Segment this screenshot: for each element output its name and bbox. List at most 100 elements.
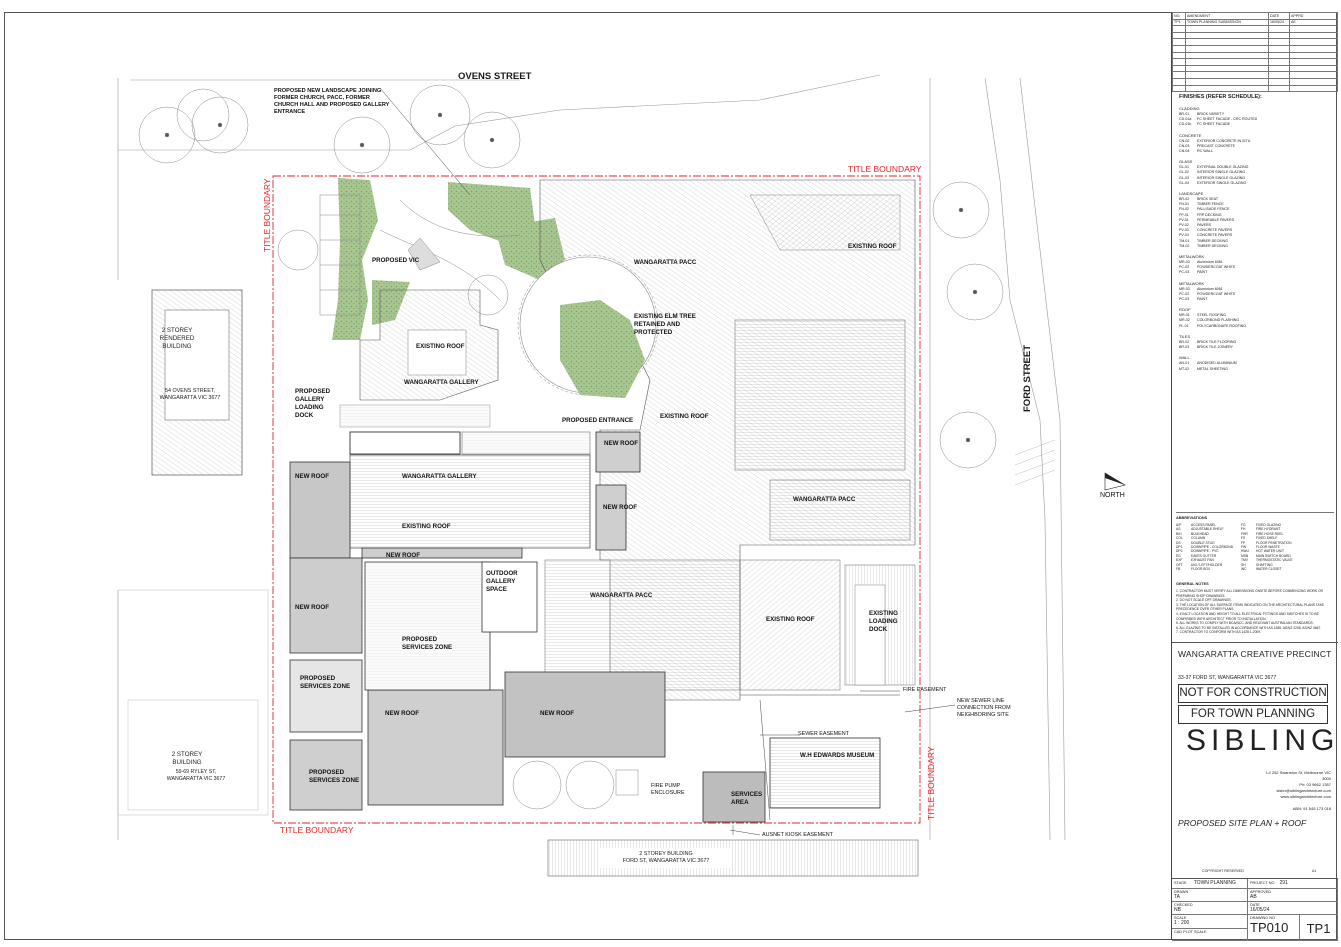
abbreviation-cell: DS (1176, 540, 1181, 545)
street-trees (138, 84, 1004, 469)
finishes-code: PV-03 (1179, 228, 1189, 233)
finishes-title: FINISHES (REFER SCHEDULE): (1179, 94, 1262, 100)
label-wangaratta-gallery-2: WANGARATTA GALLERY (402, 473, 477, 480)
cad-plot-label: CAD PLOT SCALE (1174, 930, 1207, 934)
abbreviation-cell: MSB (1241, 553, 1249, 558)
elm-tree-canopy (519, 256, 657, 398)
finishes-desc: TIMBER DECKING (1197, 238, 1228, 243)
finishes-desc: INTERIOR SINGLE GLAZING (1197, 170, 1246, 175)
abbreviation-cell: THERMOSTATIC VALVE (1256, 558, 1293, 563)
rev-header-apprd: APPRD (1289, 12, 1338, 20)
label-services-zone-1b: SERVICES ZONE (402, 644, 452, 651)
finishes-code: CD-01a (1179, 117, 1192, 122)
abbreviation-cell: MAIN SWITCH BOARD (1256, 553, 1291, 558)
status-not-for-construction: NOT FOR CONSTRUCTION (1178, 684, 1328, 703)
finishes-code: PV-04 (1179, 233, 1189, 238)
finishes-desc: COLORBOND FLASHING (1197, 318, 1240, 323)
finishes-desc: PRECAST CONCRETE (1197, 143, 1236, 148)
ford-building-1: 2 STOREY BUILDING (639, 851, 692, 857)
label-ausnet: AUSNET KIOSK EASEMENT (762, 832, 834, 838)
date-label: DATE (1250, 903, 1260, 907)
landscape-note: PROPOSED NEW LANDSCAPE JOINING FORMER CH… (274, 88, 390, 115)
label-elm-3: PROTECTED (634, 329, 673, 336)
finishes-code: MR-03 (1179, 286, 1190, 291)
abbreviation-cell: B/H (1176, 531, 1182, 536)
abbreviation-cell: FS (1241, 536, 1246, 541)
label-existing-roof-4: EXISTING ROOF (402, 523, 451, 530)
finishes-code: MR-01 (1179, 313, 1190, 318)
ovens-building-3: BUILDING (162, 343, 191, 350)
finishes-item: TM-01 TIMBER DECKING (1179, 239, 1334, 244)
label-outdoor-3: SPACE (486, 586, 507, 593)
finishes-desc: EXTERIOR CONCRETE IN SITU (1197, 138, 1251, 143)
finishes-code: MT-02 (1179, 366, 1190, 371)
drawing-no-value: TP010 (1250, 920, 1289, 935)
rev-header-amendment: AMENDMENT (1185, 12, 1269, 20)
label-new-roof-3: NEW ROOF (603, 504, 637, 511)
ryley-building-1: 2 STOREY (172, 751, 203, 758)
street-ovens: OVENS STREET (458, 71, 532, 82)
general-note: 4. EXACT LOCATION AND HEIGHT TO ALL ELEC… (1176, 611, 1319, 621)
abbreviation-cell: SH (1241, 562, 1246, 567)
finishes-desc: TIMBER DECKING (1197, 243, 1228, 248)
label-sewer-2: CONNECTION FROM (957, 705, 1011, 711)
finishes-code: PV-01 (1179, 217, 1189, 222)
ford-building-2: FORD ST, WANGARATTA VIC 3677 (623, 858, 710, 864)
finishes-desc: Aluminium 6061 (1197, 260, 1223, 265)
abbreviation-cell: BULKHEAD (1191, 531, 1209, 536)
finishes-desc: CONCRETE PAVERS (1197, 233, 1233, 238)
label-wangaratta-pacc-2: WANGARATTA PACC (793, 496, 856, 503)
finishes-code: CN-03 (1179, 143, 1190, 148)
finishes-group-head: METALWORK (1179, 254, 1205, 260)
label-existing-loading-1: EXISTING (869, 610, 898, 617)
street-kerbs (117, 74, 1066, 841)
copyright: COPYRIGHT RESERVED (1202, 869, 1245, 873)
label-existing-roof-1: EXISTING ROOF (848, 243, 897, 250)
abbreviation-cell: FLOOR WASTE (1256, 545, 1280, 550)
abbreviation-cell: FLOOR BOX (1191, 567, 1211, 572)
abbreviation-cell: FIXED GLAZING (1256, 523, 1282, 527)
abbreviation-cell: DOWNPIPE - COLORBOND (1191, 545, 1234, 550)
finishes-code: PL-01 (1179, 323, 1189, 328)
general-note: 5. ALL WORKS TO COMPLY WITH BCA/NCC, AND… (1176, 621, 1314, 626)
finishes-desc: BRICK SEAT (1197, 197, 1219, 202)
revision-value: TP1 (1306, 921, 1331, 936)
contact-abn: ABN: 91 545 173 018 (1292, 806, 1331, 811)
approved-value: AB (1250, 894, 1257, 900)
abbreviation-cell: DP2 (1176, 549, 1183, 554)
finishes-desc: BRICK TILE JOINERY (1197, 345, 1234, 350)
contact-address: L4 252 Swanston St, Melbourne VIC 3000 (1266, 770, 1331, 781)
project-address: 33-37 FORD ST, WANGARATTA VIC 3677 (1178, 675, 1277, 681)
finishes-desc: Aluminium 6061 (1197, 286, 1223, 291)
ovens-building-1: 2 STOREY (162, 327, 193, 334)
drawn-label: DRAWN (1174, 890, 1189, 894)
parking-markings (1014, 439, 1056, 486)
abbreviation-cell: ADJUSTABLE SHELF (1191, 527, 1224, 532)
drawing-no-label: DRAWING NO (1250, 916, 1275, 920)
finishes-desc: EXTERNAL DOUBLE GLAZING (1197, 165, 1249, 170)
label-sewer-easement: SEWER EASEMENT (798, 731, 850, 737)
label-existing-loading-2: LOADING (869, 618, 898, 625)
ovens-building-2: RENDERED (160, 335, 195, 342)
label-services-zone-3b: SERVICES ZONE (309, 777, 359, 784)
landscape-note-line1: PROPOSED NEW LANDSCAPE JOINING (274, 88, 381, 94)
finishes-code: TM-02 (1179, 243, 1190, 248)
finishes-code: TM-01 (1179, 238, 1190, 243)
finishes-code: BR-03 (1179, 345, 1190, 350)
finishes-desc: FRP DECKING (1197, 212, 1222, 217)
rev-row-date: 16/05/24 (1268, 18, 1290, 27)
